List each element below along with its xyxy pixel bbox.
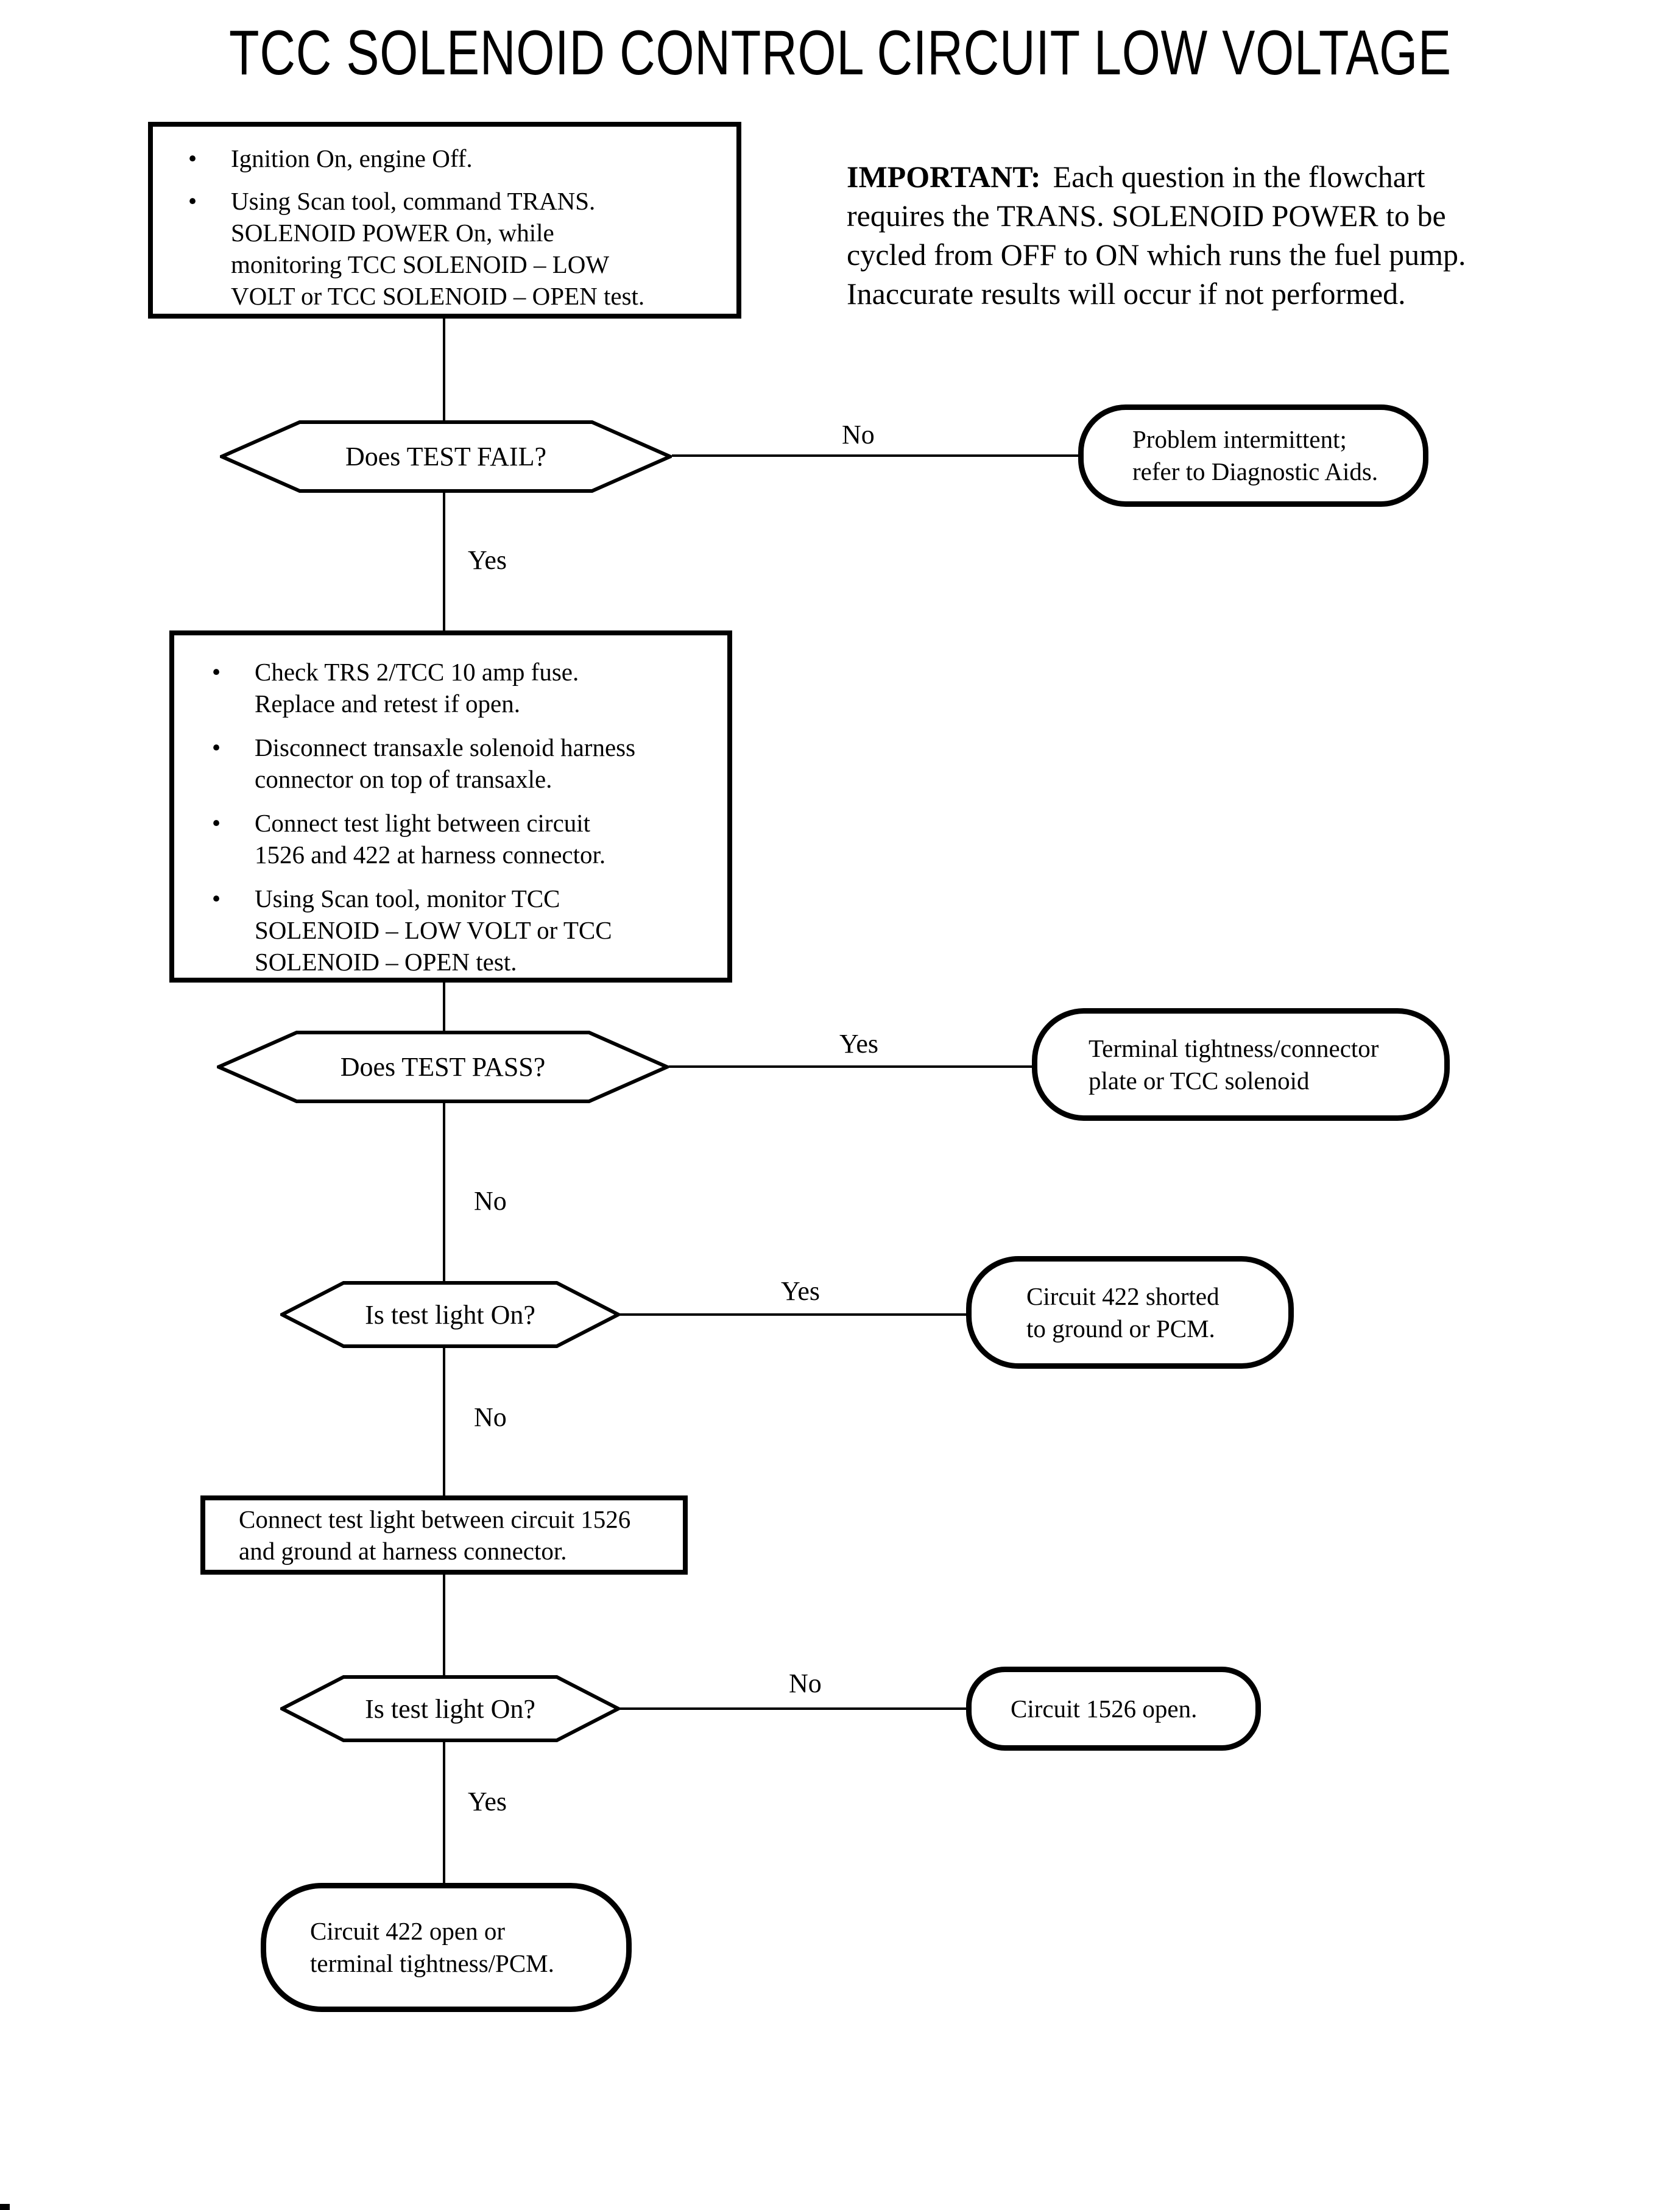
text-line: Circuit 1526 open. [1011,1694,1198,1723]
edge-label-yes: Yes [839,1029,879,1059]
bullet-icon: • [188,144,197,172]
decision-test-light-2: Is test light On? [280,1675,620,1742]
text-line: SOLENOID – OPEN test. [255,948,517,976]
list-item-text: Using Scan tool, command TRANS. SOLENOID… [231,185,724,312]
list-item: • Disconnect transaxle solenoid harness … [201,732,715,795]
edge-label-no: No [474,1186,507,1216]
list-item-text: Disconnect transaxle solenoid harness co… [255,732,715,795]
bullet-icon: • [211,733,221,761]
important-label: IMPORTANT: [847,160,1041,194]
list-item-text: Connect test light between circuit 1526 … [255,807,715,870]
connector-fail-no [672,454,1081,457]
text-line: Inaccurate results will occur if not per… [847,277,1406,311]
text-line: 1526 and 422 at harness connector. [255,841,606,869]
list-item-text: Ignition On, engine Off. [231,143,724,174]
list-item-text: Check TRS 2/TCC 10 amp fuse. Replace and… [255,656,715,719]
text-line: Problem intermittent; [1132,425,1347,453]
hexagon-shape [280,1281,620,1348]
decision-label: Is test light On? [365,1693,535,1724]
edge-label-yes: Yes [468,1787,507,1816]
text-line: refer to Diagnostic Aids. [1132,457,1378,485]
list-item: • Using Scan tool, monitor TCC SOLENOID … [201,883,715,978]
text-line: SOLENOID POWER On, while [231,219,554,247]
bullet-icon: • [211,658,221,686]
setup-instructions-box: • Ignition On, engine Off. • Using Scan … [148,122,741,319]
text-line: Terminal tightness/connector [1089,1034,1379,1062]
text-line: IMPORTANT: Each question in the flowchart [847,157,1565,196]
edge-label-no: No [789,1668,822,1698]
connector-setup-to-fail [443,316,445,423]
connector-pass-no [443,1101,445,1283]
text-line: requires the TRANS. SOLENOID POWER to be [847,199,1446,233]
list-item: • Ignition On, engine Off. [177,143,724,174]
edge-label-yes: Yes [781,1276,821,1306]
connect-test-light-box: Connect test light between circuit 1526 … [200,1495,688,1575]
bullet-icon: • [211,809,221,837]
page-title-text: TCC SOLENOID CONTROL CIRCUIT LOW VOLTAGE [228,18,1452,88]
terminal-problem-intermittent: Problem intermittent; refer to Diagnosti… [1078,404,1428,507]
text-line: cycled from OFF to ON which runs the fue… [847,238,1466,272]
bullet-icon: • [211,884,221,913]
list-item: • Check TRS 2/TCC 10 amp fuse. Replace a… [201,656,715,719]
text-line: Circuit 422 open or [310,1917,505,1945]
connector-light2-yes [443,1740,445,1885]
list-item: • Using Scan tool, command TRANS. SOLENO… [177,185,724,312]
connector-light1-no [443,1346,445,1498]
check-fuse-box: • Check TRS 2/TCC 10 amp fuse. Replace a… [169,630,732,983]
text-line: Disconnect transaxle solenoid harness [255,733,636,761]
text-line: monitoring TCC SOLENOID – LOW [231,250,610,278]
text-line: to ground or PCM. [1026,1314,1215,1343]
text-line: VOLT or TCC SOLENOID – OPEN test. [231,282,645,310]
connector-light2-no [620,1707,969,1710]
terminal-circuit-1526-open: Circuit 1526 open. [966,1667,1261,1751]
list-item: • Connect test light between circuit 152… [201,807,715,870]
decision-label: Is test light On? [365,1299,535,1330]
hexagon-shape [280,1675,620,1742]
decision-label: Does TEST PASS? [340,1052,546,1082]
text-line: Replace and retest if open. [255,690,521,718]
hexagon-shape [220,420,672,493]
connector-fail-yes [443,490,445,633]
edge-label-no: No [474,1402,507,1432]
edge-label-no: No [842,420,875,450]
connector-light1-yes [620,1313,969,1316]
text-line: Ignition On, engine Off. [231,144,473,172]
page-title: TCC SOLENOID CONTROL CIRCUIT LOW VOLTAGE [0,17,1680,90]
decision-does-test-fail: Does TEST FAIL? [220,420,672,493]
text-line: Connect test light between circuit 1526 [239,1505,631,1533]
text-line: connector on top of transaxle. [255,765,552,793]
decision-does-test-pass: Does TEST PASS? [217,1031,669,1103]
connector-connect-to-light2 [443,1572,445,1678]
terminal-terminal-tightness: Terminal tightness/connector plate or TC… [1032,1008,1450,1121]
terminal-circuit-422-open: Circuit 422 open or terminal tightness/P… [261,1883,632,2012]
connector-pass-yes [669,1065,1034,1068]
text-line: Connect test light between circuit [255,809,591,837]
important-note: IMPORTANT: Each question in the flowchart… [847,157,1565,313]
text-line: Each question in the flowchart [1053,160,1425,194]
hexagon-shape [217,1031,669,1103]
connector-check-to-pass [443,981,445,1033]
list-item-text: Using Scan tool, monitor TCC SOLENOID – … [255,883,715,978]
text-line: SOLENOID – LOW VOLT or TCC [255,916,612,944]
bullet-icon: • [188,187,197,215]
text-line: and ground at harness connector. [239,1537,567,1565]
decision-label: Does TEST FAIL? [345,442,546,471]
edge-label-yes: Yes [468,545,507,575]
text-line: Using Scan tool, command TRANS. [231,187,596,215]
terminal-circuit-422-shorted: Circuit 422 shorted to ground or PCM. [966,1256,1294,1369]
text-line: plate or TCC solenoid [1089,1066,1310,1095]
text-line: terminal tightness/PCM. [310,1949,554,1977]
text-line: Using Scan tool, monitor TCC [255,884,560,913]
text-line: Circuit 422 shorted [1026,1282,1219,1310]
text-line: Check TRS 2/TCC 10 amp fuse. [255,658,579,686]
decision-test-light-1: Is test light On? [280,1281,620,1348]
scan-artifact [0,2204,10,2210]
